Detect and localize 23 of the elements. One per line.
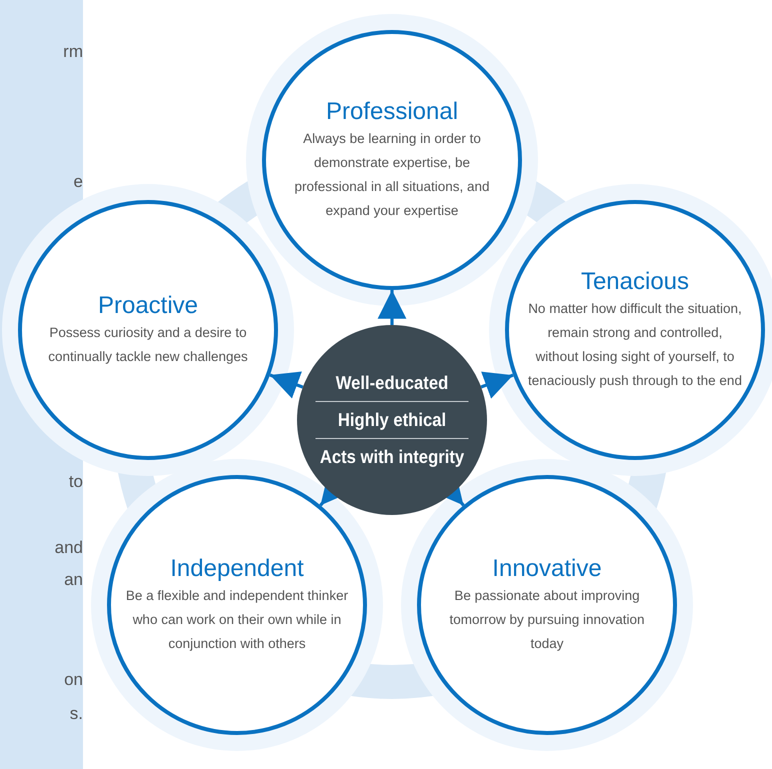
text-fragment: to [68, 472, 83, 492]
circle-description: No matter how difficult the situation, remain strong and controlled, without losing sight of yourself, to tenaciously push through to the end [527, 300, 743, 390]
text-fragment: and [54, 538, 83, 558]
circle-title: Tenacious [580, 267, 690, 297]
arrow [269, 371, 304, 398]
value-label: Well-educated [316, 365, 468, 402]
circle-title: Independent [170, 554, 304, 584]
value-label: Highly ethical [316, 402, 468, 439]
text-fragment: e [74, 172, 83, 192]
arrow [378, 290, 406, 325]
text-fragment: an [64, 570, 83, 590]
circle-description: Always be learning in order to demonstrate expertise, be professional in all situations, and expand your expertise [293, 130, 491, 220]
circle-description: Be a flexible and independent thinker who can work on their own while in conjunction with others [124, 587, 350, 653]
circle-description: Possess curiosity and a desire to continually tackle new challenges [47, 324, 249, 366]
value-label: Acts with integrity [318, 445, 466, 469]
circle-description: Be passionate about improving tomorrow by pursuing innovation today [448, 587, 646, 653]
text-fragment: on [64, 670, 83, 690]
circle-title: Innovative [492, 554, 602, 584]
text-fragment: rm [63, 42, 83, 62]
circle-title: Professional [326, 97, 458, 127]
text-fragment: s. [70, 704, 83, 724]
circle-title: Proactive [98, 291, 198, 321]
arrow [480, 372, 514, 399]
